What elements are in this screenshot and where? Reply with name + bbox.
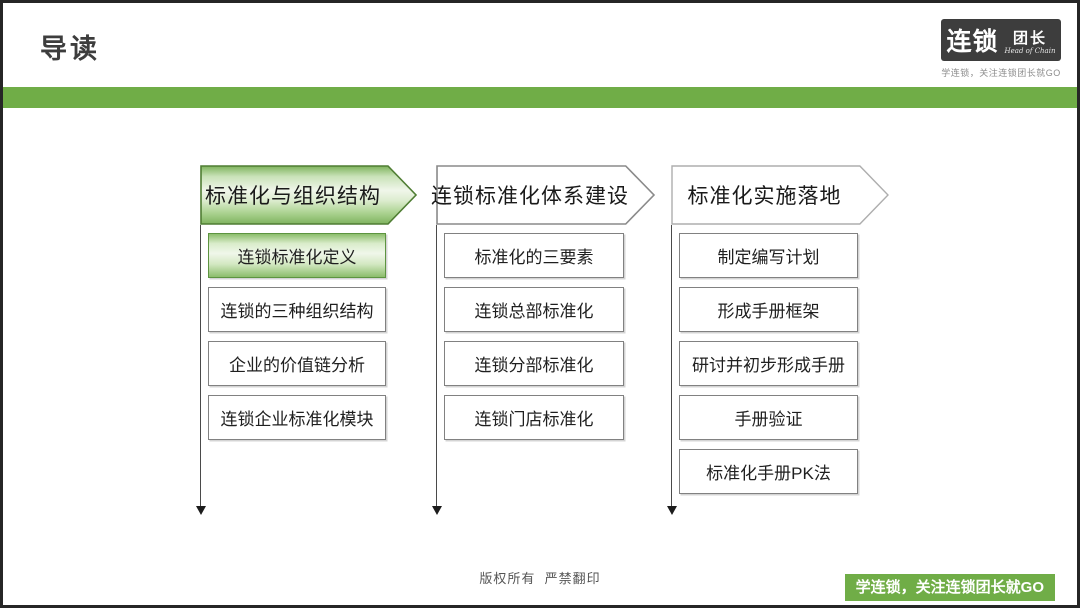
flow-arrow-line bbox=[436, 225, 437, 506]
flow-column-2-header: 连锁标准化体系建设 bbox=[431, 165, 656, 225]
copyright-notice: 版权所有 严禁翻印 bbox=[479, 571, 601, 586]
flow-column-2-header-label: 连锁标准化体系建设 bbox=[431, 185, 629, 208]
flow-column-1-header-label: 标准化与组织结构 bbox=[205, 185, 381, 208]
flow-item: 连锁门店标准化 bbox=[444, 395, 624, 440]
brand-logo-primary: 连锁 bbox=[946, 28, 999, 56]
flow-item: 标准化手册PK法 bbox=[679, 449, 858, 494]
flow-item: 标准化的三要素 bbox=[444, 233, 624, 278]
flow-column-3: 标准化实施落地 制定编写计划 形成手册框架 研讨并初步形成手册 手册验证 标准化… bbox=[667, 165, 890, 515]
flow-arrow-line bbox=[671, 225, 672, 506]
flow-item: 制定编写计划 bbox=[679, 233, 858, 278]
flow-column-1-header: 标准化与组织结构 bbox=[200, 165, 418, 225]
arrow-banner-white-shape bbox=[671, 165, 889, 225]
arrow-banner-white-shape bbox=[436, 165, 656, 225]
flow-arrow-head-icon bbox=[432, 506, 442, 515]
arrow-banner-green-shape bbox=[200, 165, 418, 225]
promo-badge: 学连锁，关注连锁团长就GO bbox=[844, 574, 1055, 601]
divider-bar bbox=[3, 87, 1077, 108]
flow-arrow-line bbox=[200, 225, 201, 506]
brand-tagline: 学连锁，关注连锁团长就GO bbox=[941, 68, 1061, 78]
flow-column-3-header-label: 标准化实施落地 bbox=[687, 185, 842, 208]
brand-logo-subtitle: Head of Chain bbox=[1004, 46, 1056, 55]
flow-item: 连锁的三种组织结构 bbox=[208, 287, 386, 332]
brand-logo: 连锁 团长 Head of Chain bbox=[941, 19, 1061, 61]
page-title: 导读 bbox=[40, 34, 100, 64]
flow-column-3-header: 标准化实施落地 bbox=[671, 165, 890, 225]
flow-column-1: 标准化与组织结构 连锁标准化定义 连锁的三种组织结构 企业的价值链分析 连锁企业… bbox=[196, 165, 418, 515]
flow-item: 企业的价值链分析 bbox=[208, 341, 386, 386]
flow-column-2-items: 标准化的三要素 连锁总部标准化 连锁分部标准化 连锁门店标准化 bbox=[444, 233, 624, 440]
flow-column-2: 连锁标准化体系建设 标准化的三要素 连锁总部标准化 连锁分部标准化 连锁门店标准… bbox=[431, 165, 656, 515]
flow-item: 连锁分部标准化 bbox=[444, 341, 624, 386]
flow-item: 研讨并初步形成手册 bbox=[679, 341, 858, 386]
flow-item: 形成手册框架 bbox=[679, 287, 858, 332]
flow-arrow-head-icon bbox=[196, 506, 206, 515]
flow-arrow-head-icon bbox=[667, 506, 677, 515]
flow-column-1-items: 连锁标准化定义 连锁的三种组织结构 企业的价值链分析 连锁企业标准化模块 bbox=[208, 233, 386, 440]
flow-column-3-items: 制定编写计划 形成手册框架 研讨并初步形成手册 手册验证 标准化手册PK法 bbox=[679, 233, 858, 494]
brand-logo-secondary: 团长 bbox=[1013, 29, 1048, 47]
flow-item-highlighted: 连锁标准化定义 bbox=[208, 233, 386, 278]
flow-item: 连锁总部标准化 bbox=[444, 287, 624, 332]
brand-logo-right: 团长 Head of Chain bbox=[1005, 26, 1056, 55]
flow-item: 连锁企业标准化模块 bbox=[208, 395, 386, 440]
flow-item: 手册验证 bbox=[679, 395, 858, 440]
